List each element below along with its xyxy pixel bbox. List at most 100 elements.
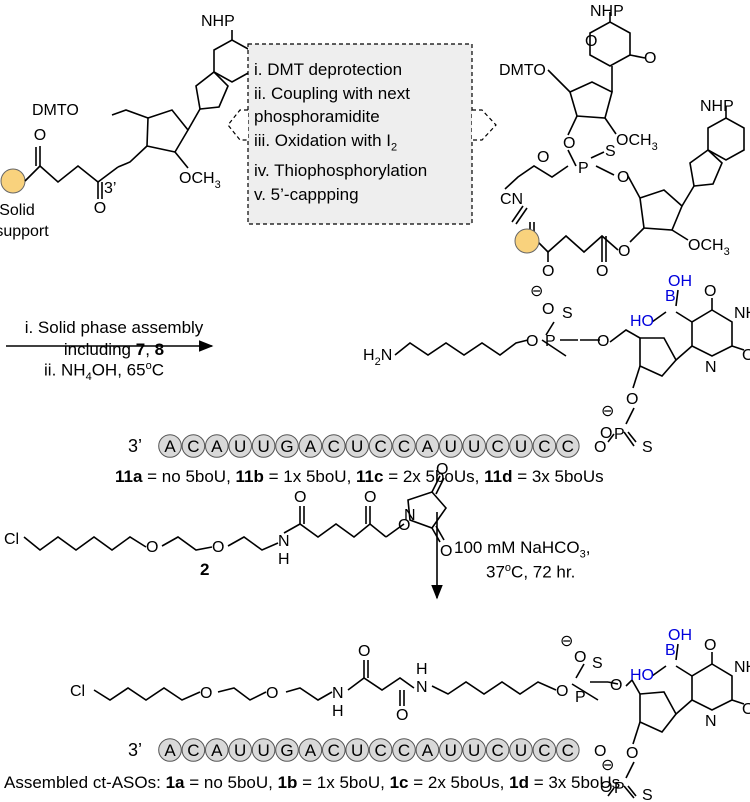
assembly-condition-1: i. Solid phase assembly <box>24 318 204 337</box>
assembly-condition-3: ii. NH4OH, 65oC <box>44 360 164 384</box>
svg-text:support: support <box>0 223 49 240</box>
nucleotide-circle <box>228 738 252 762</box>
svg-text:N: N <box>404 507 416 524</box>
nucleotide-circle <box>181 738 206 762</box>
svg-text:NH: NH <box>734 659 750 676</box>
synthesis-cycle-box <box>247 43 473 225</box>
nucleotide-circle <box>462 434 487 458</box>
nucleotide-circle <box>532 434 557 458</box>
svg-text:S: S <box>642 787 653 802</box>
svg-text:P: P <box>614 780 625 797</box>
nucleotide-letter: A <box>422 437 434 456</box>
nucleotide-letter: U <box>445 437 457 456</box>
svg-text:H: H <box>332 703 344 720</box>
nucleotide-letter: G <box>280 741 293 760</box>
nucleotide-circle <box>205 434 229 458</box>
nucleotide-letter: C <box>187 741 199 760</box>
svg-text:O: O <box>146 539 158 556</box>
svg-text:O: O <box>618 243 630 260</box>
svg-text:O: O <box>594 743 606 760</box>
svg-text:OH: OH <box>668 627 692 644</box>
nucleotide-circle <box>415 434 440 458</box>
nucleotide-circle <box>158 738 182 762</box>
nucleotide-letter: U <box>257 741 269 760</box>
svg-text:NHP: NHP <box>700 98 734 115</box>
final-ct-aso-labels: Cl O O N H O O N H O P O ⊖ S O B OH HO O… <box>70 627 750 802</box>
svg-text:S: S <box>605 143 616 160</box>
nucleotide-circle <box>158 434 182 458</box>
nucleotide-circle <box>392 434 416 458</box>
nucleotide-letter: C <box>562 741 574 760</box>
svg-text:H2N: H2N <box>363 347 392 368</box>
nucleotide-circle <box>322 738 346 762</box>
synthesis-cycle-steps: i. DMT deprotection ii. Coupling with ne… <box>248 44 472 224</box>
nucleotide-circle <box>205 738 229 762</box>
svg-text:P: P <box>545 333 556 350</box>
nucleotide-circle <box>509 434 533 458</box>
svg-text:O: O <box>596 263 608 280</box>
nucleotide-letter: U <box>468 437 480 456</box>
nucleotide-letter: C <box>328 437 340 456</box>
nucleotide-letter: U <box>351 437 363 456</box>
nucleotide-letter: U <box>257 437 269 456</box>
product-legend: Assembled ct-ASOs: 1a = no 5boU, 1b = 1x… <box>4 773 621 792</box>
nucleotide-letter: C <box>491 437 503 456</box>
nucleotide-circle <box>415 738 440 762</box>
svg-text:N: N <box>416 679 428 696</box>
conjugation-condition-2: 37oC, 72 hr. <box>486 562 576 582</box>
svg-text:O: O <box>436 461 448 478</box>
nucleotide-letter: C <box>374 437 386 456</box>
svg-text:CN: CN <box>500 191 523 208</box>
svg-text:O: O <box>597 333 609 350</box>
nucleotide-letter: A <box>211 741 223 760</box>
svg-text:O: O <box>398 517 410 534</box>
svg-text:O: O <box>34 127 46 144</box>
svg-text:3’: 3’ <box>104 180 116 197</box>
starting-nucleoside <box>0 30 251 199</box>
reagent-2-structure <box>23 475 448 552</box>
svg-text:O: O <box>266 685 278 702</box>
svg-text:N: N <box>332 685 344 702</box>
svg-text:O: O <box>212 539 224 556</box>
nucleotide-letter: G <box>280 437 293 456</box>
starting-nucleoside-labels: O O DMTO NHP 3’ OCH3 Solid support <box>0 13 235 240</box>
nucleotide-letter: C <box>491 741 503 760</box>
svg-text:HO: HO <box>630 667 654 684</box>
svg-text:N: N <box>278 533 290 550</box>
svg-text:⊖: ⊖ <box>601 757 614 774</box>
svg-text:NHP: NHP <box>201 13 235 30</box>
svg-text:S: S <box>642 439 653 456</box>
nucleotide-letter: C <box>538 437 550 456</box>
svg-text:3’: 3’ <box>128 740 142 760</box>
cycle-arrow-right <box>472 109 497 141</box>
nucleotide-letter: U <box>445 741 457 760</box>
svg-text:NH: NH <box>734 305 750 322</box>
svg-text:OCH3: OCH3 <box>179 170 221 191</box>
nucleotide-circle <box>275 738 299 762</box>
svg-text:S: S <box>592 655 603 672</box>
svg-text:OCH3: OCH3 <box>616 132 658 153</box>
svg-text:OH: OH <box>668 273 692 290</box>
conjugation-condition-1: 100 mM NaHCO3, <box>454 538 591 561</box>
svg-text:O: O <box>704 283 716 300</box>
svg-text:⊖: ⊖ <box>530 283 543 300</box>
svg-text:Cl: Cl <box>70 683 85 700</box>
svg-text:H: H <box>278 551 290 568</box>
nucleotide-circle <box>298 434 323 458</box>
nucleotide-circle <box>368 434 393 458</box>
svg-text:B: B <box>665 642 676 659</box>
amino-linker-oligo <box>394 289 745 447</box>
nucleotide-circle <box>251 434 276 458</box>
nucleotide-circle <box>345 738 370 762</box>
svg-text:Cl: Cl <box>4 531 19 548</box>
nucleotide-circle <box>392 738 416 762</box>
svg-text:O: O <box>626 745 638 762</box>
svg-text:N: N <box>705 359 717 376</box>
nucleotide-letter: A <box>305 741 317 760</box>
svg-text:O: O <box>358 643 370 660</box>
svg-text:O: O <box>440 543 452 560</box>
nucleotide-circle <box>462 738 487 762</box>
svg-text:O: O <box>364 489 376 506</box>
